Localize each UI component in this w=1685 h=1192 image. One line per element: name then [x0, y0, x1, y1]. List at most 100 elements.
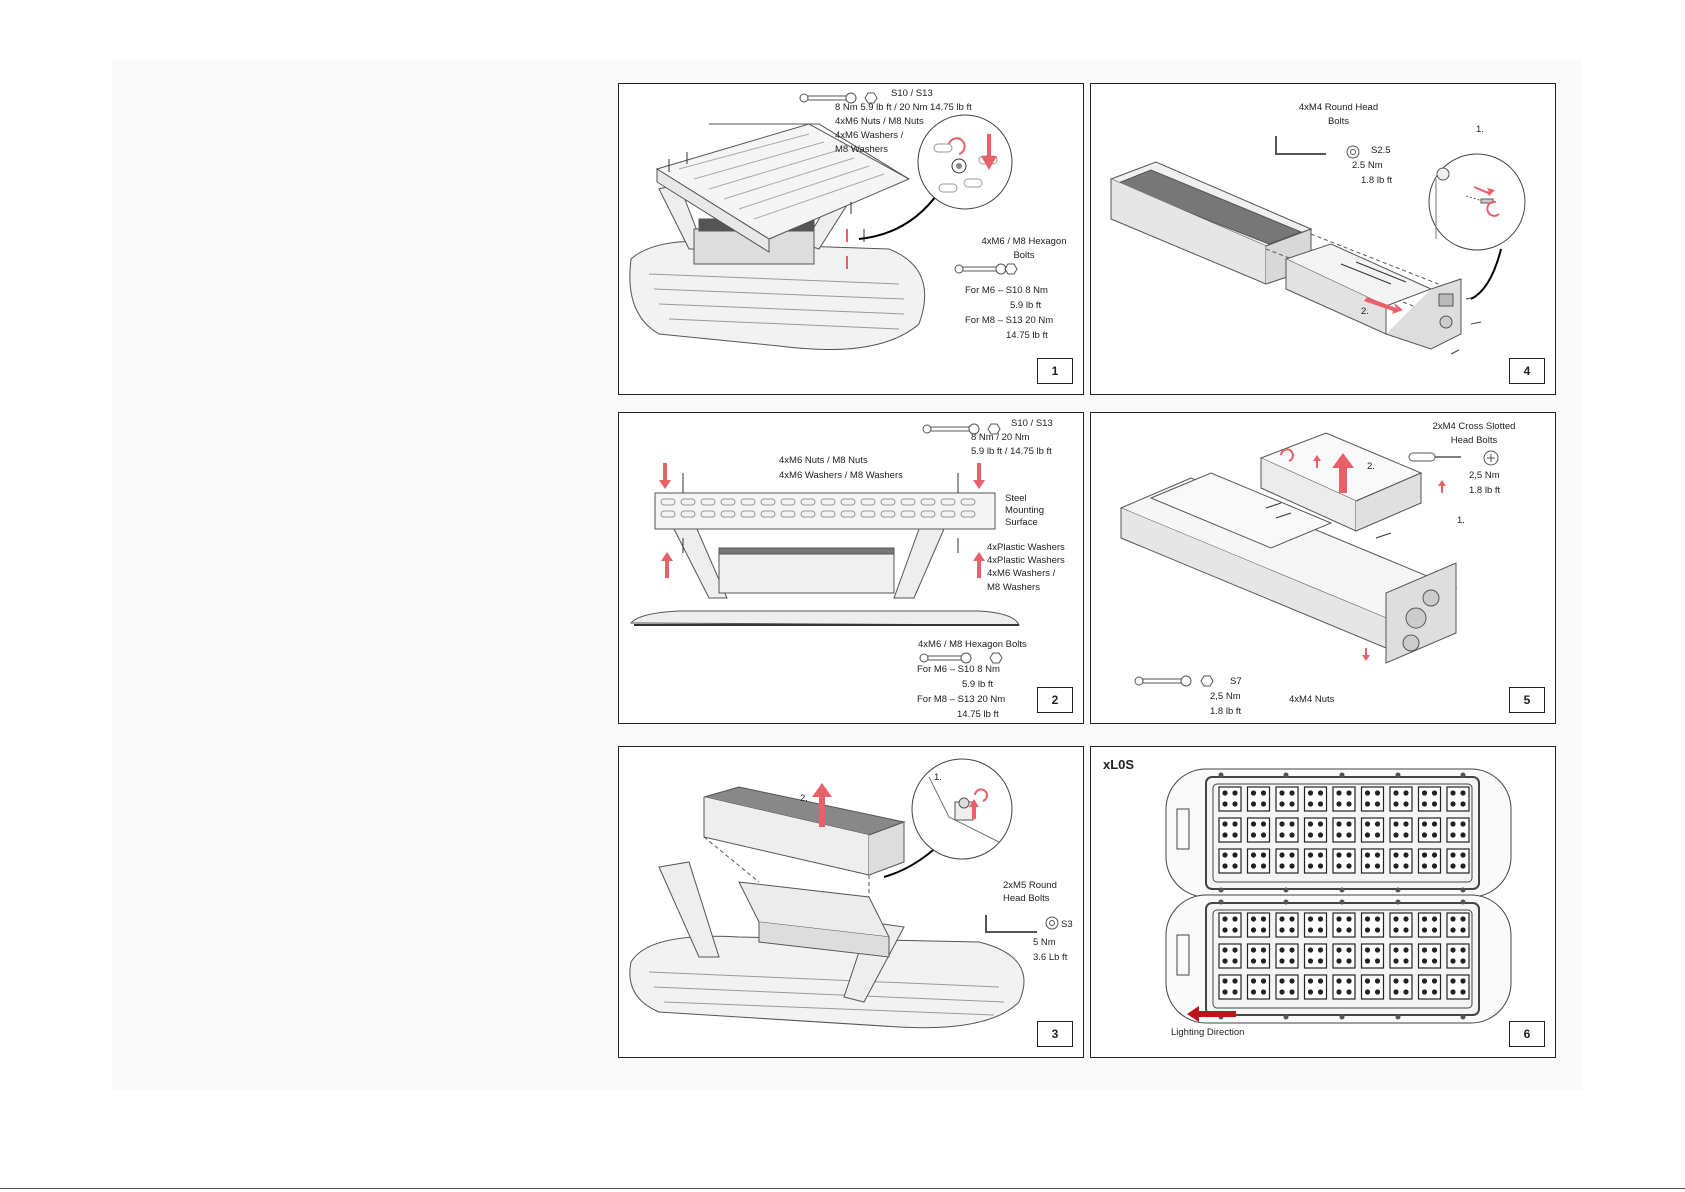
led-diode	[1346, 958, 1352, 964]
led-diode	[1279, 927, 1285, 933]
bolt-torque: For M8 – S13 20 Nm	[965, 315, 1054, 326]
led-diode	[1307, 863, 1314, 869]
wrench-icon	[922, 423, 1001, 435]
led-diode	[1232, 958, 1238, 964]
led-diode	[1232, 801, 1238, 807]
led-diode	[1260, 958, 1267, 964]
led-diode	[1232, 989, 1238, 995]
led-diode	[1250, 947, 1257, 953]
led-diode	[1460, 790, 1466, 796]
led-diode	[1393, 852, 1399, 858]
led-cell	[1332, 912, 1356, 938]
step-marker: 1.	[934, 772, 942, 783]
led-diode	[1232, 916, 1238, 922]
led-cell	[1303, 848, 1328, 874]
led-cell	[1360, 912, 1385, 938]
cross-head-icon	[1483, 450, 1499, 466]
driver-lift-illustration-3	[629, 758, 1059, 1029]
led-diode	[1260, 927, 1267, 933]
led-diode	[1336, 989, 1342, 995]
led-diode	[1307, 821, 1314, 827]
torque-spec: 3.6 Lb ft	[1033, 952, 1068, 963]
torque-spec: 1.8 lb ft	[1469, 485, 1501, 496]
led-diode	[1364, 863, 1371, 869]
led-cell	[1417, 943, 1442, 969]
led-diode	[1393, 989, 1399, 995]
led-diode	[1403, 978, 1409, 984]
led-diode	[1289, 916, 1295, 922]
washer-icon	[1045, 916, 1059, 930]
led-cell	[1275, 943, 1299, 969]
led-diode	[1431, 958, 1438, 964]
led-diode	[1403, 863, 1409, 869]
torque-spec: 2,5 Nm	[1469, 470, 1500, 481]
led-diode	[1364, 978, 1371, 984]
led-diode	[1279, 821, 1285, 827]
washer-label: 4xM6 Washers /	[987, 568, 1056, 579]
led-diode	[1222, 916, 1228, 922]
led-cell	[1389, 848, 1413, 874]
led-diode	[1403, 927, 1409, 933]
wrench-icon	[954, 263, 1018, 275]
led-diode	[1336, 916, 1342, 922]
led-diode	[1232, 978, 1238, 984]
led-diode	[1364, 832, 1371, 838]
led-diode	[1346, 978, 1352, 984]
led-diode	[1460, 832, 1466, 838]
led-diode	[1421, 916, 1428, 922]
led-diode	[1346, 790, 1352, 796]
led-cell	[1218, 943, 1242, 969]
led-diode	[1336, 790, 1342, 796]
led-cell	[1446, 817, 1470, 843]
led-diode	[1374, 863, 1381, 869]
panel-5: 2xM4 Cross Slotted Head Bolts 2,5 Nm 1.8…	[1090, 412, 1556, 724]
led-cell	[1218, 786, 1242, 812]
led-diode	[1460, 916, 1466, 922]
led-diode	[1450, 978, 1456, 984]
led-cell	[1446, 848, 1470, 874]
led-diode	[1260, 978, 1267, 984]
bolt-torque: 5.9 lb ft	[1010, 300, 1042, 311]
led-diode	[1374, 947, 1381, 953]
led-cell	[1303, 943, 1328, 969]
model-name: xL0S	[1103, 757, 1135, 772]
part-label: M8 Washers	[835, 144, 888, 155]
surface-label: Surface	[1005, 517, 1038, 528]
led-diode	[1279, 947, 1285, 953]
led-diode	[1222, 852, 1228, 858]
step-marker: 2.	[800, 793, 808, 804]
led-diode	[1336, 978, 1342, 984]
led-diode	[1307, 958, 1314, 964]
led-diode	[1232, 832, 1238, 838]
led-diode	[1250, 821, 1257, 827]
led-cell	[1446, 912, 1470, 938]
led-diode	[1460, 947, 1466, 953]
led-cell	[1389, 786, 1413, 812]
led-cell	[1417, 817, 1442, 843]
led-diode	[1279, 978, 1285, 984]
led-diode	[1460, 989, 1466, 995]
led-diode	[1374, 916, 1381, 922]
part-label: 4xM6 Washers /	[835, 130, 904, 141]
led-cell	[1389, 912, 1413, 938]
led-diode	[1317, 947, 1324, 953]
led-diode	[1364, 989, 1371, 995]
led-diode	[1279, 863, 1285, 869]
led-cell	[1246, 943, 1271, 969]
washer-label: M8 Washers	[987, 582, 1040, 593]
led-diode	[1393, 927, 1399, 933]
part-label: 4xM6 Nuts / M8 Nuts	[779, 455, 868, 466]
led-diode	[1403, 989, 1409, 995]
tool-size: S3	[1061, 919, 1073, 930]
led-diode	[1289, 958, 1295, 964]
led-diode	[1346, 832, 1352, 838]
led-diode	[1346, 821, 1352, 827]
led-cell	[1246, 817, 1271, 843]
led-diode	[1364, 916, 1371, 922]
torque-spec: 1.8 lb ft	[1361, 175, 1393, 186]
led-diode	[1260, 832, 1267, 838]
led-diode	[1450, 947, 1456, 953]
led-diode	[1317, 927, 1324, 933]
led-diode	[1364, 927, 1371, 933]
bolt-torque: 14.75 lb ft	[1006, 330, 1048, 341]
